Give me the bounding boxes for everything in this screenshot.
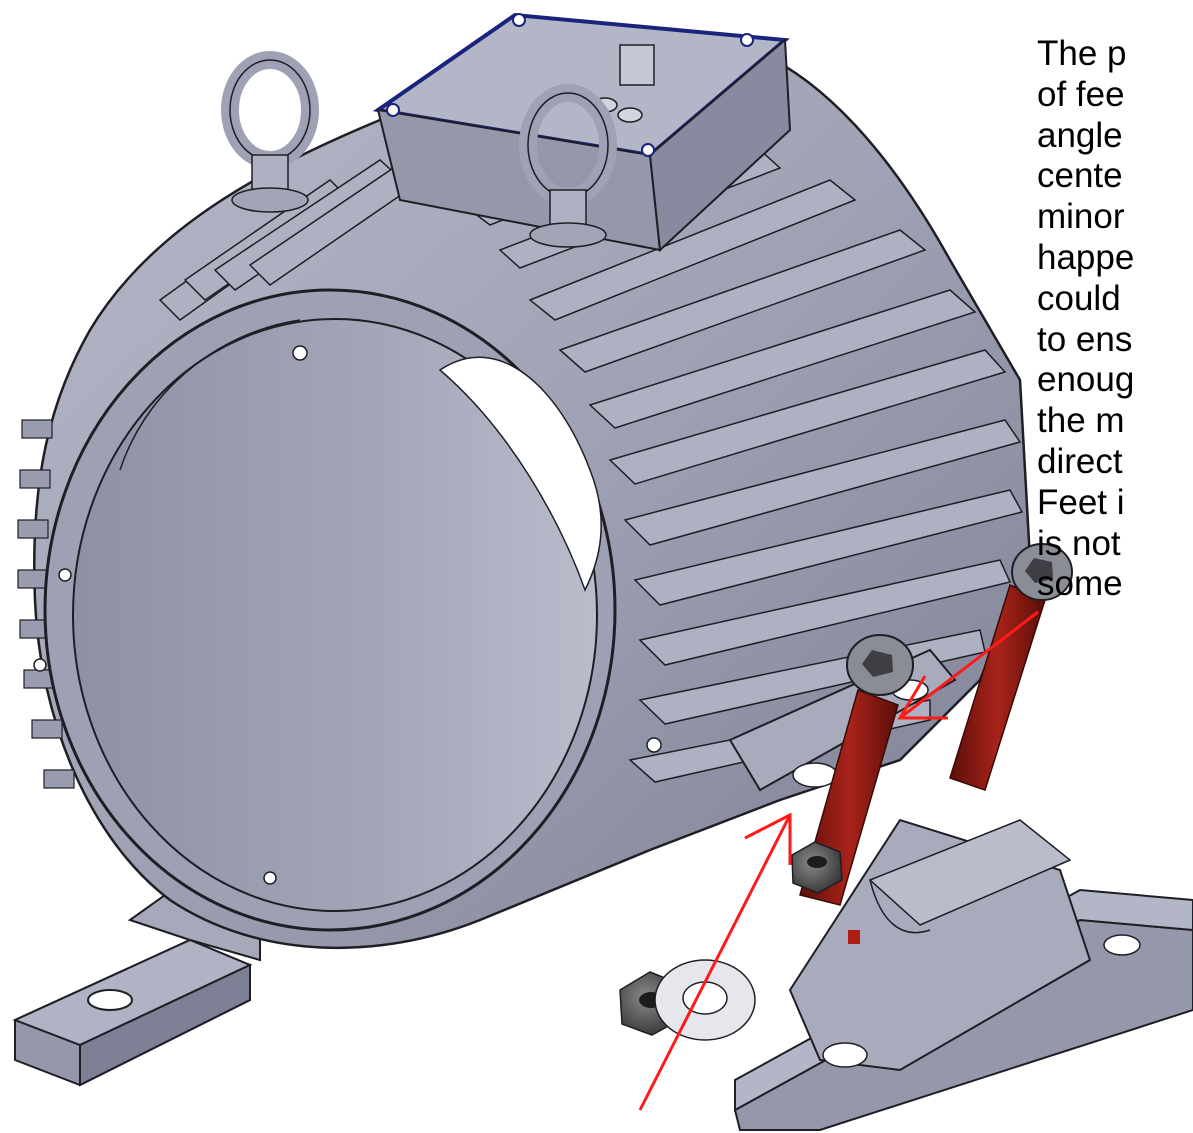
foot-hole-icon — [87, 989, 133, 1011]
caption-line: enoug — [1037, 360, 1135, 400]
caption-line: minor — [1037, 197, 1125, 237]
front-bore — [33, 288, 662, 932]
caption-line: happe — [1037, 237, 1135, 277]
lifting-eye-bolt-left — [221, 51, 319, 213]
left-mounting-foot — [12, 868, 261, 1087]
caption-line: is not — [1037, 523, 1121, 563]
hex-nut-right — [791, 841, 843, 894]
caption-line: to ens — [1037, 319, 1133, 359]
caption-line: direct — [1037, 441, 1123, 481]
caption-line: angle — [1037, 115, 1123, 155]
caption-line: the m — [1037, 401, 1125, 441]
caption-line: cente — [1037, 156, 1123, 196]
arrow-to-foot-hole — [638, 812, 792, 1111]
caption-line: some — [1037, 564, 1123, 604]
caption-line: of fee — [1037, 74, 1125, 114]
lifting-eye-bolt-right — [519, 84, 617, 248]
cap-screw-back — [949, 543, 1073, 791]
terminal-box — [372, 12, 792, 253]
caption-line: Feet i — [1037, 482, 1125, 522]
flat-washer — [654, 959, 756, 1041]
slide-caption-text: The p of fee angle cente minor happe cou… — [1037, 34, 1193, 605]
caption-line: The p — [1037, 34, 1127, 73]
caption-line: could — [1037, 278, 1121, 318]
separate-foot-bracket — [733, 818, 1193, 1131]
arrow-to-bolt — [897, 610, 1039, 720]
